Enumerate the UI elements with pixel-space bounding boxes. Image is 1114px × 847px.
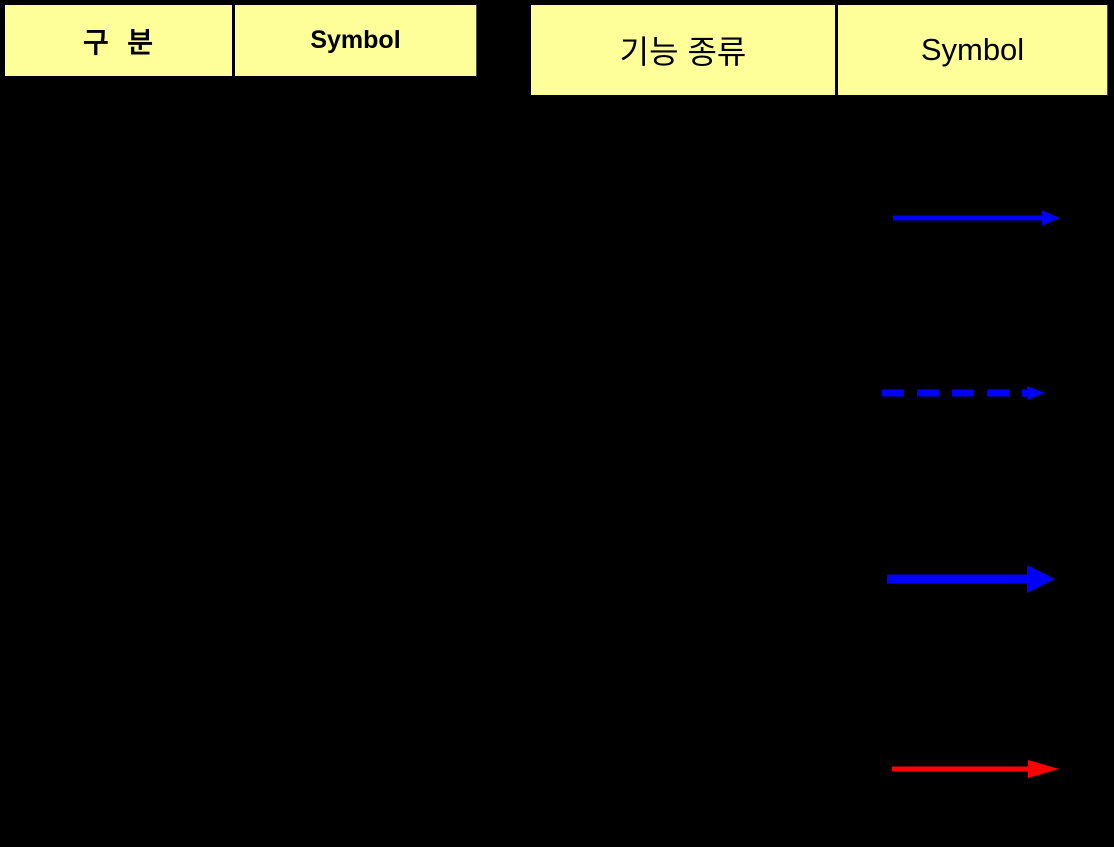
solid-red-arrow-icon — [892, 760, 1059, 778]
right-table-header-symbol: Symbol — [838, 4, 1108, 96]
thick-blue-arrow-icon — [887, 565, 1055, 593]
left-table-header-category: 구 분 — [4, 4, 232, 77]
solid-red-arrow-head — [1028, 760, 1059, 778]
thick-blue-arrow-head — [1027, 565, 1055, 593]
dashed-blue-arrow-head — [1027, 386, 1045, 400]
right-table-header-function-type: 기능 종류 — [530, 4, 835, 96]
right-table-header: 기능 종류 Symbol — [530, 4, 1108, 96]
left-table-header: 구 분 Symbol — [4, 4, 477, 77]
dashed-blue-arrow-icon — [882, 386, 1045, 400]
solid-blue-arrow-icon — [893, 210, 1060, 226]
left-table-header-symbol: Symbol — [235, 4, 477, 77]
solid-blue-arrow-head — [1042, 210, 1060, 226]
